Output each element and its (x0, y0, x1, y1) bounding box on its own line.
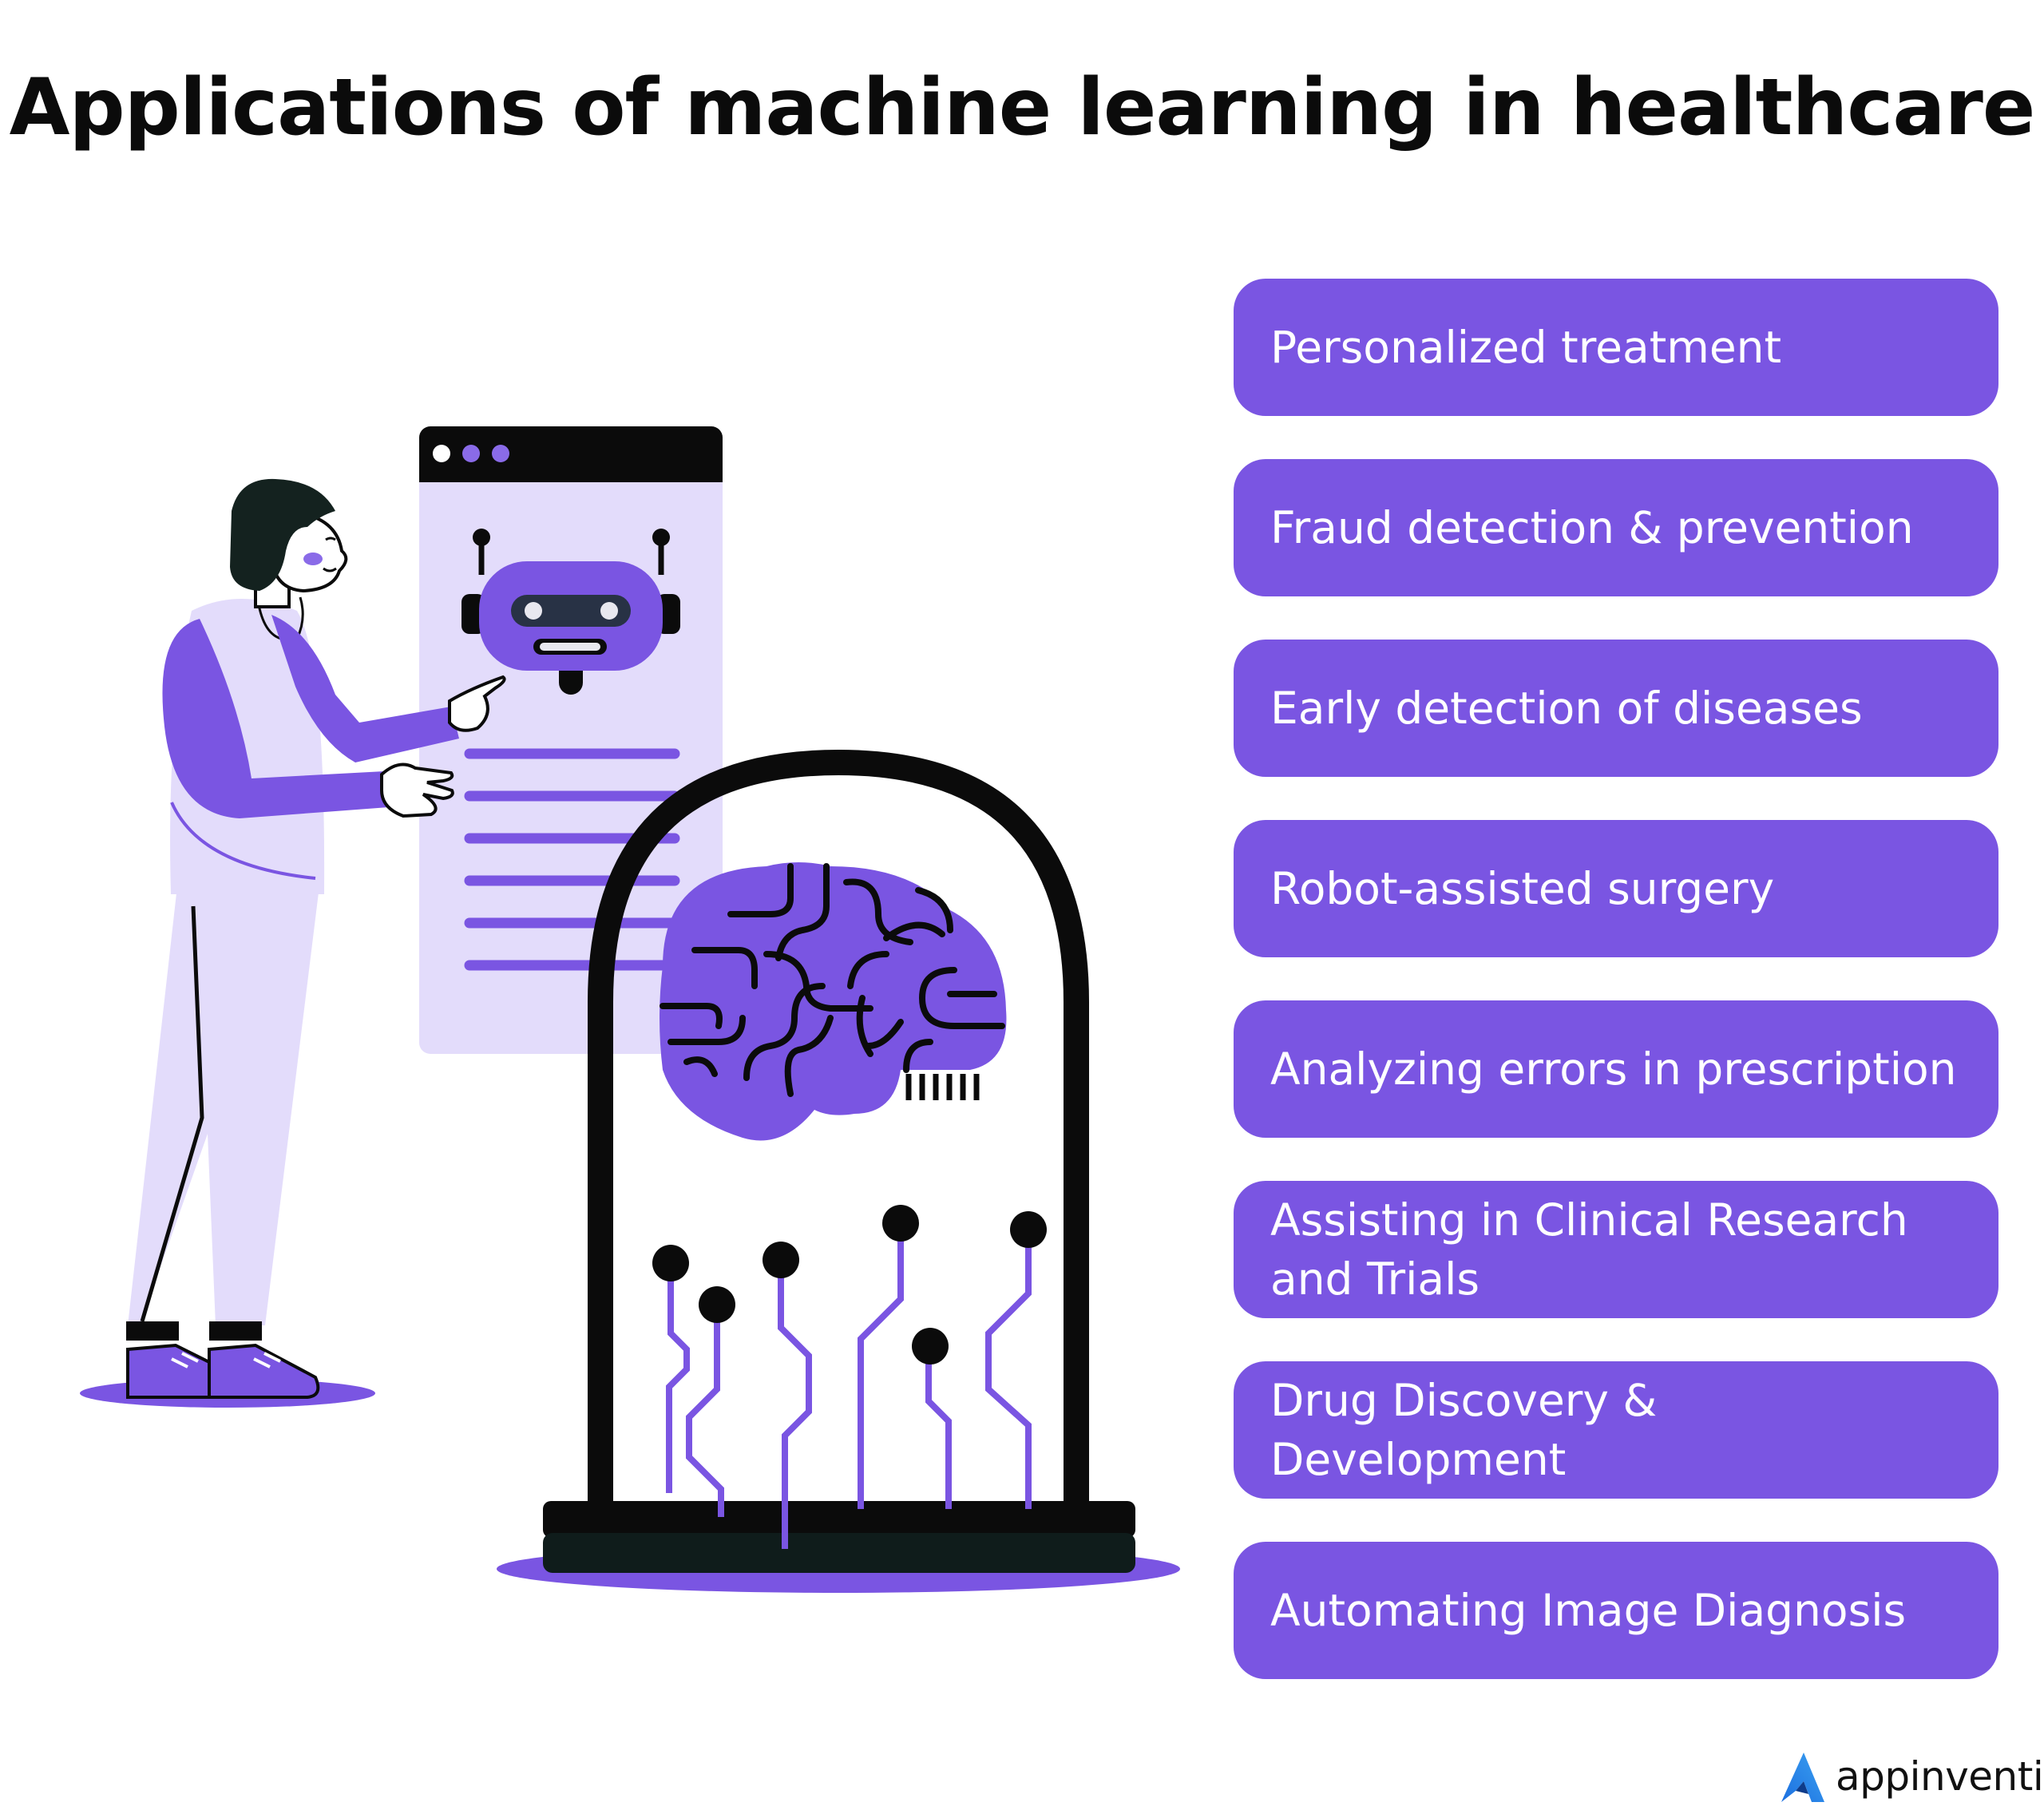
application-pill: Fraud detection & prevention (1234, 459, 1998, 596)
circuit-lines-icon (652, 1205, 1047, 1549)
robot-head-icon (461, 529, 680, 695)
glass-dome-icon (497, 749, 1180, 1593)
application-label: Automating Image Diagnosis (1270, 1585, 1907, 1636)
application-label: Personalized treatment (1270, 322, 1782, 373)
application-label: Robot-assisted surgery (1270, 863, 1775, 914)
applications-list: Personalized treatment Fraud detection &… (1234, 279, 1998, 1679)
application-label: Fraud detection & prevention (1270, 502, 1914, 553)
appinventiv-a-logo-icon (1781, 1753, 1824, 1802)
ml-healthcare-illustration (80, 426, 1180, 1593)
application-pill: Robot-assisted surgery (1234, 820, 1998, 957)
brand-logo: appinventiv (1777, 1745, 2044, 1808)
application-label: Early detection of diseases (1270, 683, 1863, 734)
application-label: Analyzing errors in prescription (1270, 1044, 1957, 1095)
application-pill: Analyzing errors in prescription (1234, 1000, 1998, 1138)
brain-icon (660, 862, 1007, 1141)
application-pill: Assisting in Clinical Research and Trial… (1234, 1181, 1998, 1318)
application-label: Assisting in Clinical Research and Trial… (1270, 1194, 1908, 1305)
woman-figure-icon (80, 478, 506, 1408)
application-pill: Personalized treatment (1234, 279, 1998, 416)
application-pill: Automating Image Diagnosis (1234, 1542, 1998, 1679)
page-title: Applications of machine learning in heal… (9, 62, 2036, 153)
application-label: Drug Discovery & Development (1270, 1375, 1658, 1485)
application-pill: Early detection of diseases (1234, 640, 1998, 777)
brand-name: appinventiv (1836, 1753, 2044, 1800)
application-pill: Drug Discovery & Development (1234, 1361, 1998, 1499)
